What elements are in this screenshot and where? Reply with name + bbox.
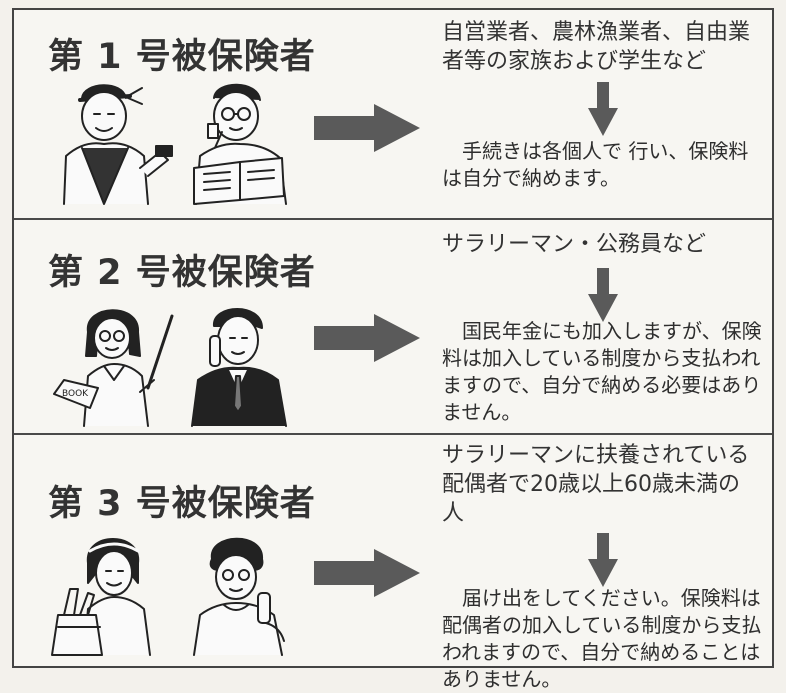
category-title: 第 1 号被保険者 bbox=[48, 37, 316, 77]
down-arrow-icon bbox=[588, 533, 618, 587]
category-title: 第 2 号被保険者 bbox=[48, 253, 316, 293]
dependent-spouses-illustration bbox=[51, 537, 285, 656]
self-employed-people-illustration bbox=[63, 83, 287, 205]
category-procedure-note: 届け出をしてください。保険料は配偶者の加入している制度から支払われますので、自分… bbox=[442, 586, 762, 691]
category-procedure-note: 手続きは各個人で 行い、保険料は自分で納めます。 bbox=[442, 139, 749, 190]
right-arrow-icon bbox=[314, 314, 420, 362]
insured-categories-sheet: 第 1 号被保険者 bbox=[12, 8, 774, 691]
category-row-3: 第 3 号被保険者 bbox=[14, 433, 772, 691]
category-description: サラリーマン・公務員など bbox=[442, 232, 707, 257]
right-arrow-icon bbox=[314, 104, 420, 152]
category-procedure-note: 国民年金にも加入しますが、保険料は加入している制度から支払われますので、自分で納… bbox=[442, 319, 762, 424]
office-workers-illustration: BOOK bbox=[53, 308, 287, 427]
category-description: サラリーマンに扶養されている配偶者で20歳以上60歳未満の人 bbox=[442, 443, 750, 526]
svg-text:BOOK: BOOK bbox=[62, 389, 89, 399]
category-description: 自営業者、農林漁業者、自由業者等の家族および学生など bbox=[442, 20, 751, 74]
category-title: 第 3 号被保険者 bbox=[48, 484, 316, 524]
down-arrow-icon bbox=[588, 82, 618, 136]
right-arrow-icon bbox=[314, 549, 420, 597]
category-row-2: 第 2 号被保険者 BOOK bbox=[14, 218, 772, 433]
category-row-1: 第 1 号被保険者 bbox=[14, 10, 772, 218]
down-arrow-icon bbox=[588, 268, 618, 322]
